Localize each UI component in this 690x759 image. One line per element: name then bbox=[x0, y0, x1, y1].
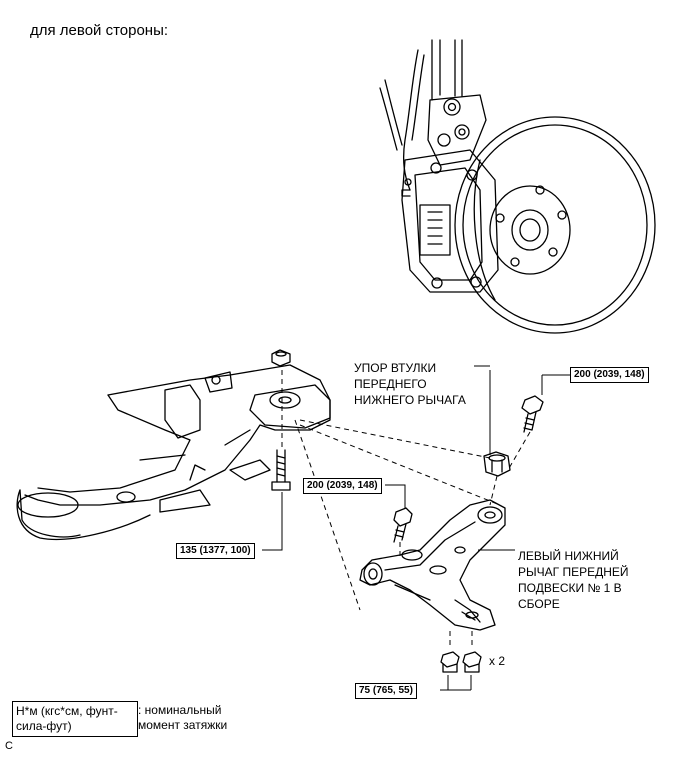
page-heading: для левой стороны: bbox=[30, 22, 169, 39]
torque-label-bolt-left: 135 (1377, 100) bbox=[176, 543, 255, 559]
torque-label-bottom: 75 (765, 55) bbox=[355, 683, 417, 699]
subframe-drawing bbox=[17, 365, 330, 539]
bottom-bolts-drawing bbox=[441, 652, 481, 672]
top-nut-drawing bbox=[272, 350, 290, 366]
lower-arm-drawing bbox=[360, 500, 505, 630]
legend-unit-box: Н*м (кгс*см, фунт- сила-фут) bbox=[12, 701, 138, 737]
quantity-multiplier: x 2 bbox=[489, 654, 506, 668]
lower-arm-label: ЛЕВЫЙ НИЖНИЙ РЫЧАГ ПЕРЕДНЕЙ ПОДВЕСКИ № 1… bbox=[518, 549, 629, 611]
corner-code: C bbox=[5, 740, 13, 752]
leader-lines bbox=[262, 366, 570, 690]
bolt-middle-drawing bbox=[394, 508, 412, 542]
subframe-bolt-drawing bbox=[272, 450, 290, 490]
bushing-stopper-drawing bbox=[484, 452, 510, 476]
torque-label-top-right: 200 (2039, 148) bbox=[570, 367, 649, 383]
bushing-stopper-label: УПОР ВТУЛКИ ПЕРЕДНЕГО НИЖНЕГО РЫЧАГА bbox=[354, 361, 466, 407]
bolt-top-right-drawing bbox=[522, 396, 543, 432]
legend-description: : номинальный момент затяжки bbox=[138, 703, 228, 732]
alignment-lines bbox=[282, 370, 530, 645]
brake-assembly-drawing bbox=[380, 40, 655, 333]
torque-label-middle: 200 (2039, 148) bbox=[303, 478, 382, 494]
